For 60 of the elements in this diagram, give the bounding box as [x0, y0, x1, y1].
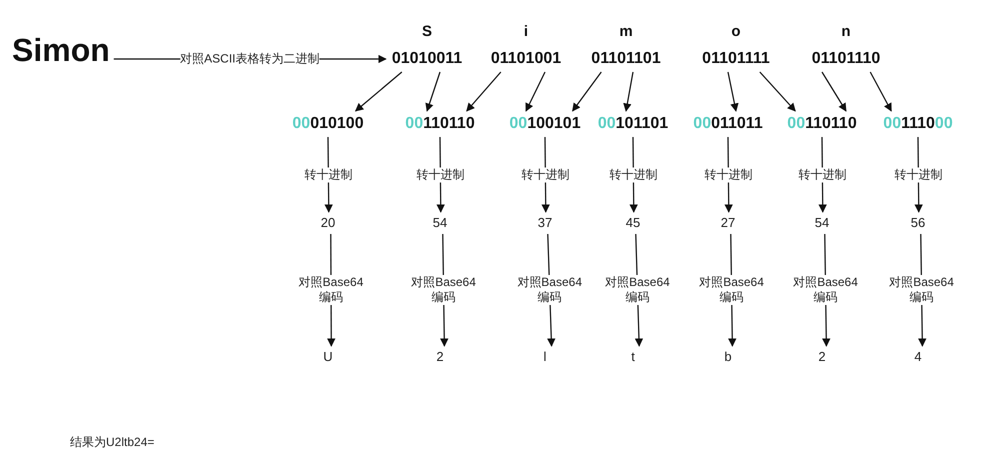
- arrow: [623, 72, 634, 112]
- base64-character: b: [724, 348, 732, 366]
- decimal-value: 45: [626, 214, 640, 232]
- binary-code: 110110: [423, 114, 475, 134]
- padding-bits: 00: [934, 114, 953, 134]
- binary-code: 100101: [527, 114, 581, 134]
- padding-bits: 00: [509, 114, 528, 134]
- edge-label: 转十进制: [704, 167, 752, 182]
- padding-bits: 00: [598, 114, 616, 134]
- arrow: [466, 72, 502, 112]
- result-note: 结果为U2ltb24=: [70, 434, 154, 450]
- letter-label: o: [731, 22, 741, 42]
- edge-label: 转十进制: [894, 167, 942, 182]
- binary-code: 110110: [805, 114, 857, 134]
- letter-label: m: [619, 22, 633, 42]
- binary-code: 011011: [711, 114, 763, 134]
- edge-label: 转十进制: [521, 167, 570, 182]
- decimal-value: 37: [538, 214, 552, 232]
- arrow: [572, 72, 602, 112]
- arrow: [759, 72, 796, 112]
- letter-label: n: [841, 22, 851, 42]
- letter-label: i: [524, 22, 528, 42]
- binary-code: 01010011: [392, 49, 462, 69]
- decimal-value: 27: [720, 214, 736, 232]
- word-label: Simon: [12, 30, 110, 70]
- arrow: [525, 72, 546, 112]
- decimal-value: 56: [910, 214, 926, 232]
- padding-bits: 00: [405, 114, 424, 134]
- letter-label: S: [422, 22, 432, 42]
- base64-character: U: [323, 348, 333, 366]
- decimal-value: 54: [432, 214, 448, 232]
- arrow: [821, 72, 847, 112]
- base64-character: t: [631, 348, 635, 366]
- padding-bits: 00: [292, 114, 310, 134]
- binary-code: 01101101: [591, 49, 661, 69]
- base64-character: 4: [914, 348, 922, 366]
- edge-label: 对照ASCII表格转为二进制: [180, 52, 320, 66]
- edge-label: 转十进制: [798, 167, 846, 182]
- decimal-value: 54: [814, 214, 830, 232]
- base64-character: l: [544, 348, 546, 366]
- base64-character: 2: [818, 348, 826, 366]
- binary-code: 101101: [616, 114, 668, 134]
- edge-label: 转十进制: [609, 167, 658, 182]
- base64-character: 2: [436, 348, 444, 366]
- decimal-value: 20: [320, 214, 336, 232]
- edge-label: 对照Base64编码: [888, 275, 954, 305]
- edge-label: 转十进制: [304, 167, 352, 182]
- binary-code: 01101111: [702, 49, 770, 69]
- binary-code: 010100: [310, 114, 364, 134]
- padding-bits: 00: [883, 114, 902, 134]
- binary-code: 01101001: [490, 49, 562, 69]
- padding-bits: 00: [787, 114, 806, 134]
- arrow: [870, 72, 892, 112]
- arrow: [354, 72, 402, 112]
- edge-label: 转十进制: [416, 167, 464, 182]
- arrow: [425, 72, 441, 112]
- binary-code: 1110: [901, 114, 935, 134]
- padding-bits: 00: [693, 114, 712, 134]
- binary-code: 01101110: [812, 49, 880, 69]
- arrow: [727, 72, 739, 112]
